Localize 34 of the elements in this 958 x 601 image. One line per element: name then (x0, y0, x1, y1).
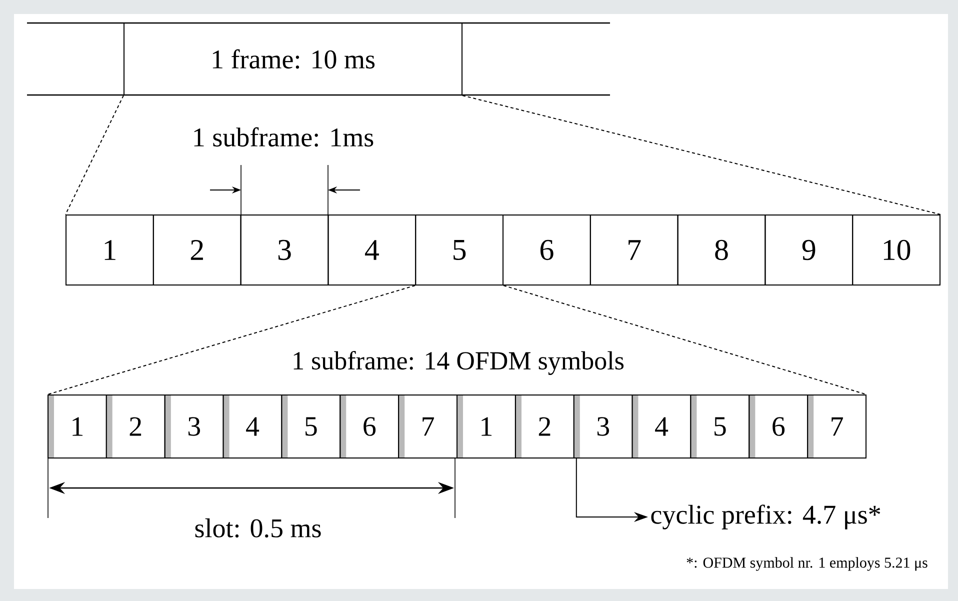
symbol-box: 6 (748, 394, 808, 458)
subframe-box: 4 (328, 214, 416, 286)
leader-text: cyclic prefix: 4.7 μs* (651, 504, 880, 530)
zoom-line (47, 285, 416, 395)
subframe-box: 6 (502, 214, 591, 286)
footnote: *: OFDM symbol nr. 1 employs 5.21 μs (686, 557, 928, 571)
symbol-box: 7 (398, 394, 458, 458)
zoom-line (462, 95, 941, 215)
symbol-box: 1 (48, 394, 107, 458)
dimension-label: slot: 0.5 ms (195, 518, 321, 538)
dimension-label: 1 subframe: 1ms (194, 127, 374, 147)
symbol-box: 2 (106, 394, 166, 458)
subframe-box: 8 (677, 214, 766, 286)
symbol-box: 1 (456, 394, 516, 458)
symbol-box: 2 (515, 394, 574, 458)
symbol-box: 5 (690, 394, 750, 458)
subframe-box: 1 (66, 214, 154, 286)
zoom-line (65, 95, 124, 215)
subframe-box: 3 (240, 214, 329, 286)
subframe-box: 2 (152, 214, 242, 286)
symbol-box: 6 (340, 394, 400, 458)
symbol-box: 7 (807, 394, 866, 458)
symbol-box: 3 (573, 394, 633, 458)
symbol-box: 3 (164, 394, 224, 458)
subframe-box: 5 (415, 214, 504, 286)
frame-box: 1 frame: 10 ms (124, 22, 462, 96)
dimension-label: 1 subframe: 14 OFDM symbols (294, 351, 624, 375)
symbol-box: 4 (632, 394, 692, 458)
subframe-box: 10 (852, 214, 940, 286)
symbol-box: 5 (281, 394, 341, 458)
symbol-box: 4 (222, 394, 282, 458)
subframe-box: 7 (590, 214, 678, 286)
zoom-line (503, 285, 867, 395)
subframe-box: 9 (764, 214, 854, 286)
